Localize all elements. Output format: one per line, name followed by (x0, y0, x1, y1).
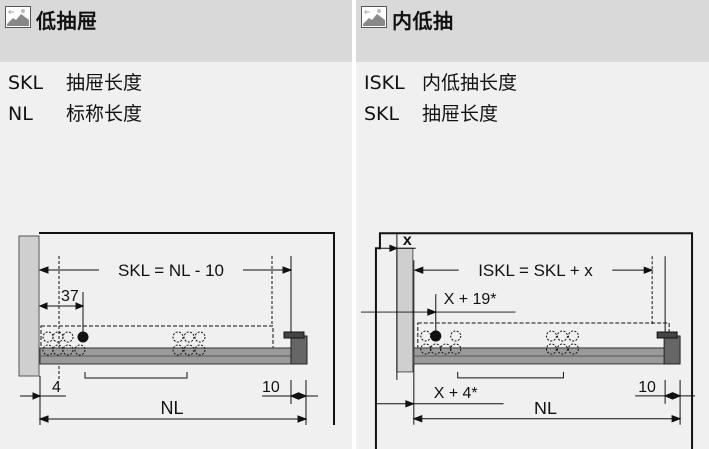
legend-desc: 抽屉长度 (66, 72, 143, 94)
dim-left-label: 4 (52, 379, 61, 396)
inner-low-drawer-diagram: x ISKL = SKL + x X + 19* X + 4* 10 NL (360, 232, 696, 449)
dim-left-label: X + 4* (434, 385, 478, 402)
drawer-thumbnail-icon (361, 6, 387, 28)
panel-header: 低抽屉 (0, 0, 352, 62)
legend-desc: 标称长度 (66, 103, 143, 125)
panel-header: 内低抽 (356, 0, 709, 62)
legend-item: SKL 抽屉长度 (8, 68, 142, 95)
dim-right-label: 10 (262, 379, 280, 396)
legend-desc: 内低抽长度 (422, 72, 518, 94)
cabinet-side (396, 247, 414, 373)
legend-item: SKL 抽屉长度 (364, 99, 498, 126)
dim-right-label: 10 (638, 379, 656, 396)
panel-low-drawer: 低抽屉 SKL 抽屉长度 NL 标称长度 (0, 0, 352, 449)
fixing-point (430, 330, 442, 342)
legend-abbr: NL (8, 103, 33, 125)
dim-skl-label: SKL = NL - 10 (118, 261, 224, 280)
dim-iskl-label: ISKL = SKL + x (478, 261, 593, 280)
fixing-point (77, 331, 89, 343)
legend-abbr: ISKL (364, 72, 405, 94)
legend-item: NL 标称长度 (8, 99, 142, 126)
cabinet-side (18, 235, 40, 377)
legend-abbr: SKL (364, 103, 400, 125)
legend-desc: 抽屉长度 (422, 103, 499, 125)
cabinet-frame (374, 232, 694, 449)
dim-offset-label: X + 19* (444, 291, 497, 308)
cabinet-frame (39, 232, 335, 425)
page-title: 低抽屉 (36, 9, 98, 33)
dim-nl-label: NL (534, 398, 557, 418)
page-title: 内低抽 (392, 9, 454, 33)
low-drawer-diagram: SKL = NL - 10 37 4 10 NL (18, 232, 335, 425)
legend-item: ISKL 内低抽长度 (364, 68, 517, 95)
drawer-thumbnail-icon (5, 6, 31, 28)
legend-abbr: SKL (8, 72, 44, 94)
panel-inner-low-drawer: 内低抽 ISKL 内低抽长度 SKL 抽屉长度 (356, 0, 709, 449)
dim-x-label: x (403, 232, 412, 249)
dim-offset-label: 37 (61, 288, 79, 305)
dim-nl-label: NL (160, 398, 183, 418)
